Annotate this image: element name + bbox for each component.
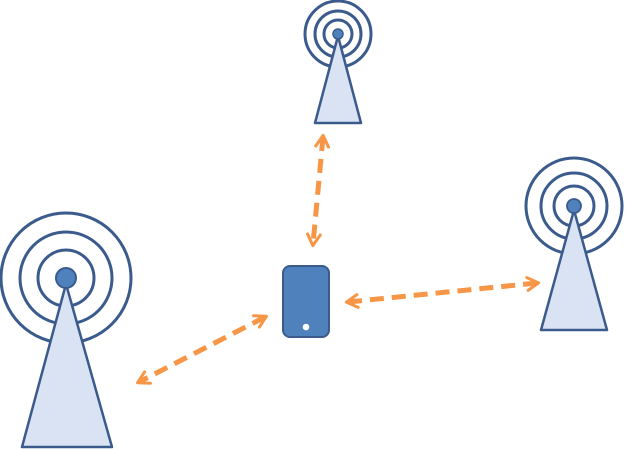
- cell-tower-right: [524, 156, 624, 332]
- tower-antenna-dot: [332, 28, 344, 40]
- phone-home-button: [302, 323, 310, 331]
- tower-mast-icon: [313, 34, 363, 125]
- link-phone-tower-top: [306, 133, 330, 248]
- link-phone-tower-right: [344, 276, 541, 309]
- smartphone-icon: [282, 265, 330, 338]
- tower-antenna-dot: [566, 198, 582, 214]
- smartphone: [282, 265, 330, 338]
- cell-tower-left: [0, 211, 133, 449]
- tower-antenna-dot: [55, 267, 77, 289]
- cell-tower-top: [303, 0, 373, 125]
- link-phone-tower-left: [136, 314, 268, 385]
- tower-mast-icon: [539, 208, 609, 332]
- tower-mast-icon: [20, 282, 114, 449]
